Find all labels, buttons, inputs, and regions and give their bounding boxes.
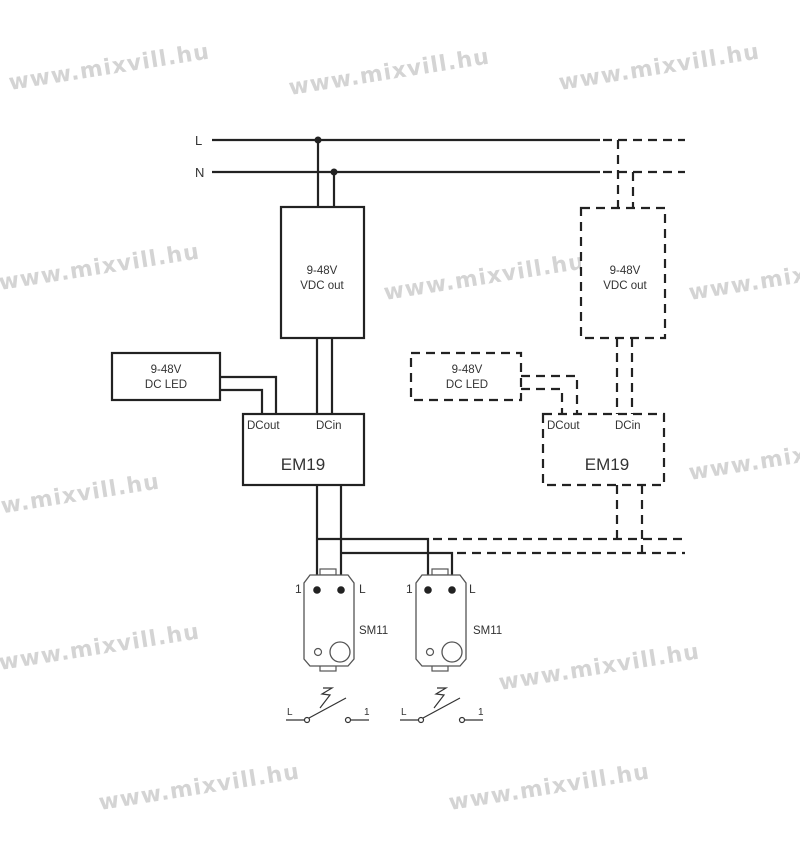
watermark: www.mixvill.hu xyxy=(447,759,652,815)
psu-voltage: 9-48V xyxy=(610,265,641,277)
watermark: www.mixvill.hu xyxy=(687,249,800,305)
switch-symbol-icon xyxy=(400,687,483,724)
watermark: www.mixvill.hu xyxy=(287,44,492,100)
watermark: www.mixvill.hu xyxy=(497,639,702,695)
led-box-optional xyxy=(409,351,523,402)
symbol-l-label: L xyxy=(287,707,293,718)
pin-1-label: 1 xyxy=(295,582,302,596)
live-label: L xyxy=(195,133,202,148)
pin-l-label: L xyxy=(359,582,366,596)
watermark: www.mixvill.hu xyxy=(382,249,587,305)
pin-l-label: L xyxy=(469,582,476,596)
power-supply-box-optional xyxy=(579,206,667,340)
dashed-wire xyxy=(521,387,564,414)
dashed-wire xyxy=(521,374,579,414)
switch-symbol-icon xyxy=(286,687,369,724)
led-type: DC LED xyxy=(145,379,187,391)
watermark: www.mixvill.hu xyxy=(97,759,302,815)
wire xyxy=(220,375,278,414)
sm11-switch-2: 1 L SM11 L 1 xyxy=(400,568,502,724)
dcout-label: DCout xyxy=(547,420,580,432)
watermark: www.mixvill.hu xyxy=(557,39,762,95)
watermark: www.mixvill.hu xyxy=(0,239,202,295)
power-supply-box xyxy=(279,205,366,340)
led-type: DC LED xyxy=(446,379,488,391)
switch-name: SM11 xyxy=(359,625,388,637)
em19-module-box xyxy=(241,412,366,487)
symbol-l-label: L xyxy=(401,707,407,718)
wire xyxy=(317,537,430,590)
watermark: www.mixvill.hu xyxy=(0,469,162,525)
switch-name: SM11 xyxy=(473,625,502,637)
watermark: www.mixvill.hu xyxy=(0,619,202,675)
psu-output: VDC out xyxy=(300,280,344,292)
watermark: www.mixvill.hu xyxy=(687,429,800,485)
sm11-switch-1: 1 L SM11 L 1 xyxy=(286,568,388,724)
em19-label: EM19 xyxy=(281,455,325,474)
pin-1-label: 1 xyxy=(406,582,413,596)
led-box xyxy=(110,351,222,402)
led-voltage: 9-48V xyxy=(452,364,483,376)
em19-label: EM19 xyxy=(585,455,629,474)
symbol-1-label: 1 xyxy=(478,707,484,718)
dcin-label: DCin xyxy=(615,420,641,432)
watermarks: www.mixvill.hu www.mixvill.hu www.mixvil… xyxy=(0,39,800,815)
watermark: www.mixvill.hu xyxy=(7,39,212,95)
dcout-label: DCout xyxy=(247,420,280,432)
symbol-1-label: 1 xyxy=(364,707,370,718)
neutral-label: N xyxy=(195,165,204,180)
psu-voltage: 9-48V xyxy=(307,265,338,277)
wire xyxy=(220,388,264,414)
led-voltage: 9-48V xyxy=(151,364,182,376)
dcin-label: DCin xyxy=(316,420,342,432)
em19-module-box-optional xyxy=(541,412,666,487)
psu-output: VDC out xyxy=(603,280,647,292)
